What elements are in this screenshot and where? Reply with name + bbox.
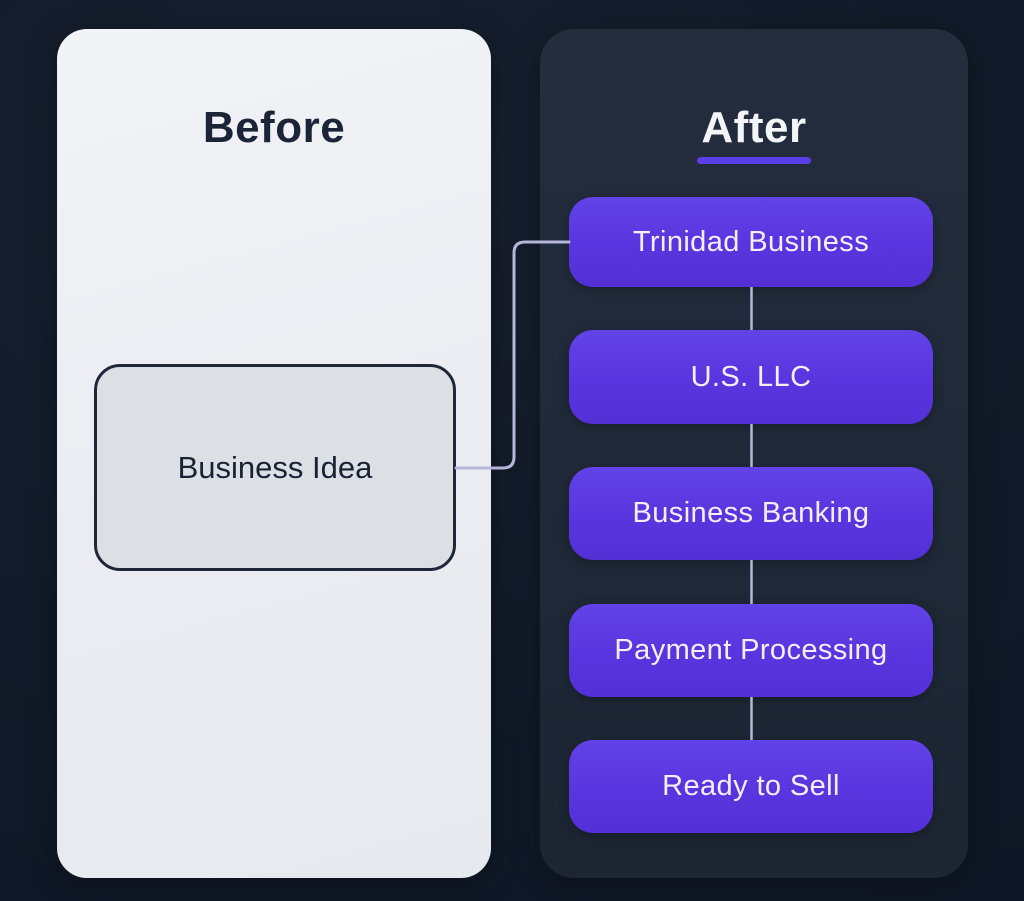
step-node-us-llc: U.S. LLC <box>569 330 933 424</box>
after-title-underline <box>697 157 811 164</box>
after-panel: After Trinidad Business U.S. LLC Busines… <box>540 29 968 878</box>
step-label: Business Banking <box>632 497 870 529</box>
step-label: Payment Processing <box>614 634 888 666</box>
step-node-payment-processing: Payment Processing <box>569 604 933 697</box>
after-title: After <box>701 103 807 152</box>
step-label: Trinidad Business <box>632 225 870 258</box>
before-title: Before <box>202 103 346 152</box>
step-node-business-banking: Business Banking <box>569 467 933 560</box>
before-panel: Before Business Idea <box>57 29 491 878</box>
step-label: U.S. LLC <box>690 360 812 393</box>
step-label: Ready to Sell <box>662 770 840 802</box>
step-node-ready-to-sell: Ready to Sell <box>569 740 933 833</box>
business-idea-label: Business Idea <box>177 449 373 485</box>
business-idea-node: Business Idea <box>94 364 456 571</box>
step-node-trinidad-business: Trinidad Business <box>569 197 933 287</box>
